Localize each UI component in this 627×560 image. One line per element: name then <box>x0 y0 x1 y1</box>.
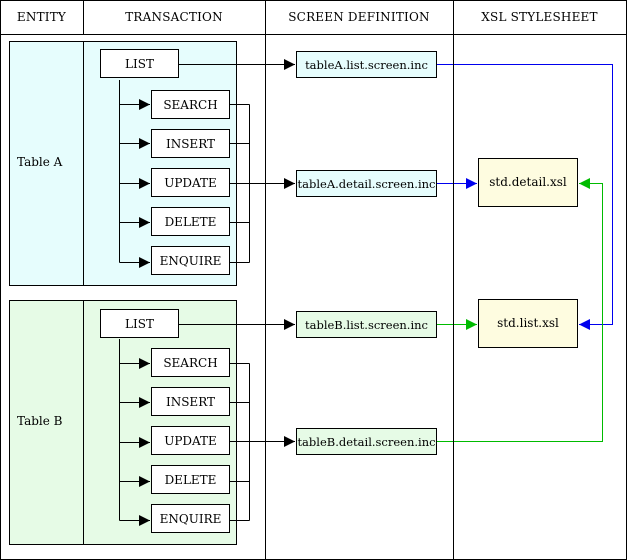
transaction-panel-table-a <box>83 41 237 286</box>
enquire-box-table-a: ENQUIRE <box>151 246 230 275</box>
insert-box-table-a: INSERT <box>151 129 230 158</box>
tree-connectors-table-a <box>119 59 295 268</box>
xsl-std-list: std.list.xsl <box>478 299 578 348</box>
entity-panel-table-b <box>9 300 84 545</box>
entity-label-table-a: Table A <box>17 155 63 169</box>
list-box-table-b: LIST <box>100 309 179 338</box>
delete-box-table-b: DELETE <box>151 465 230 494</box>
enquire-box-table-b: ENQUIRE <box>151 504 230 533</box>
list-box-table-a: LIST <box>100 49 179 78</box>
screen-table-b-detail: tableB.detail.screen.inc <box>296 428 437 455</box>
search-box-table-a: SEARCH <box>151 90 230 119</box>
green-links <box>437 178 603 442</box>
search-box-table-b: SEARCH <box>151 348 230 377</box>
header-screen-definition: SCREEN DEFINITION <box>288 10 430 24</box>
header-entity: ENTITY <box>16 10 67 24</box>
screen-table-b-list: tableB.list.screen.inc <box>296 311 437 338</box>
blue-links <box>437 64 613 330</box>
xsl-std-detail: std.detail.xsl <box>478 158 578 207</box>
header-transaction: TRANSACTION <box>125 10 223 24</box>
update-box-table-a: UPDATE <box>151 168 230 197</box>
header-xsl-stylesheet: XSL STYLESHEET <box>481 10 598 24</box>
entity-label-table-b: Table B <box>17 414 63 428</box>
screen-table-a-detail: tableA.detail.screen.inc <box>296 170 437 197</box>
screen-table-a-list: tableA.list.screen.inc <box>296 51 437 78</box>
update-box-table-b: UPDATE <box>151 426 230 455</box>
insert-box-table-b: INSERT <box>151 387 230 416</box>
tree-connectors-table-b <box>119 319 295 526</box>
delete-box-table-a: DELETE <box>151 207 230 236</box>
